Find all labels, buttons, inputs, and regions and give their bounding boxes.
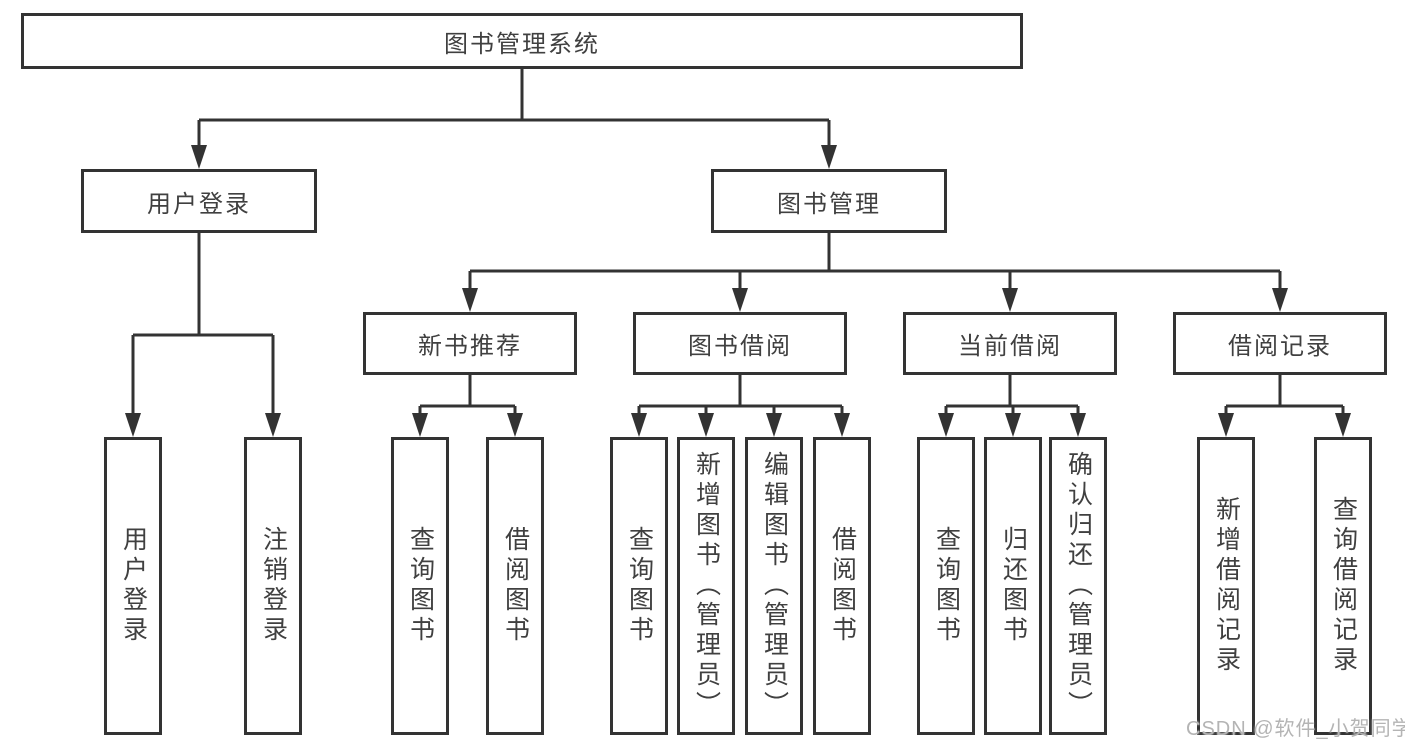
leaf-label: 借阅图书 <box>501 526 530 646</box>
leaf-logout: 注销登录 <box>244 437 302 735</box>
node-borrow-record: 借阅记录 <box>1173 312 1387 375</box>
leaf-label: 用户登录 <box>119 526 148 646</box>
node-root-system: 图书管理系统 <box>21 13 1023 69</box>
node-book-management: 图书管理 <box>711 169 947 233</box>
leaf-record-add-borrow-record: 新增借阅记录 <box>1197 437 1255 735</box>
leaf-label: 查询图书 <box>625 526 654 646</box>
leaf-label: 新增图书（管理员） <box>692 451 721 721</box>
leaf-current-return-book: 归还图书 <box>984 437 1042 735</box>
leaf-borrow-edit-book-admin: 编辑图书（管理员） <box>745 437 803 735</box>
leaf-label: 编辑图书（管理员） <box>760 451 789 721</box>
csdn-watermark: CSDN @软件_小贺同学 <box>1186 718 1405 740</box>
leaf-current-query-book: 查询图书 <box>917 437 975 735</box>
leaf-label: 归还图书 <box>999 526 1028 646</box>
leaf-record-query-borrow-record: 查询借阅记录 <box>1314 437 1372 735</box>
node-book-borrow: 图书借阅 <box>633 312 847 375</box>
leaf-label: 查询图书 <box>932 526 961 646</box>
leaf-borrow-add-book-admin: 新增图书（管理员） <box>677 437 735 735</box>
arrowheads <box>125 145 1351 437</box>
leaf-current-confirm-return-admin: 确认归还（管理员） <box>1049 437 1107 735</box>
leaf-newrec-borrow-book: 借阅图书 <box>486 437 544 735</box>
node-user-login: 用户登录 <box>81 169 317 233</box>
node-current-borrow: 当前借阅 <box>903 312 1117 375</box>
leaf-borrow-borrow-book: 借阅图书 <box>813 437 871 735</box>
leaf-label: 注销登录 <box>259 526 288 646</box>
leaf-label: 查询借阅记录 <box>1329 496 1358 676</box>
leaf-label: 新增借阅记录 <box>1212 496 1241 676</box>
leaf-label: 查询图书 <box>406 526 435 646</box>
leaf-label: 借阅图书 <box>828 526 857 646</box>
leaf-newrec-query-book: 查询图书 <box>391 437 449 735</box>
node-new-book-recommend: 新书推荐 <box>363 312 577 375</box>
leaf-label: 确认归还（管理员） <box>1064 451 1093 721</box>
leaf-borrow-query-book: 查询图书 <box>610 437 668 735</box>
leaf-user-login: 用户登录 <box>104 437 162 735</box>
